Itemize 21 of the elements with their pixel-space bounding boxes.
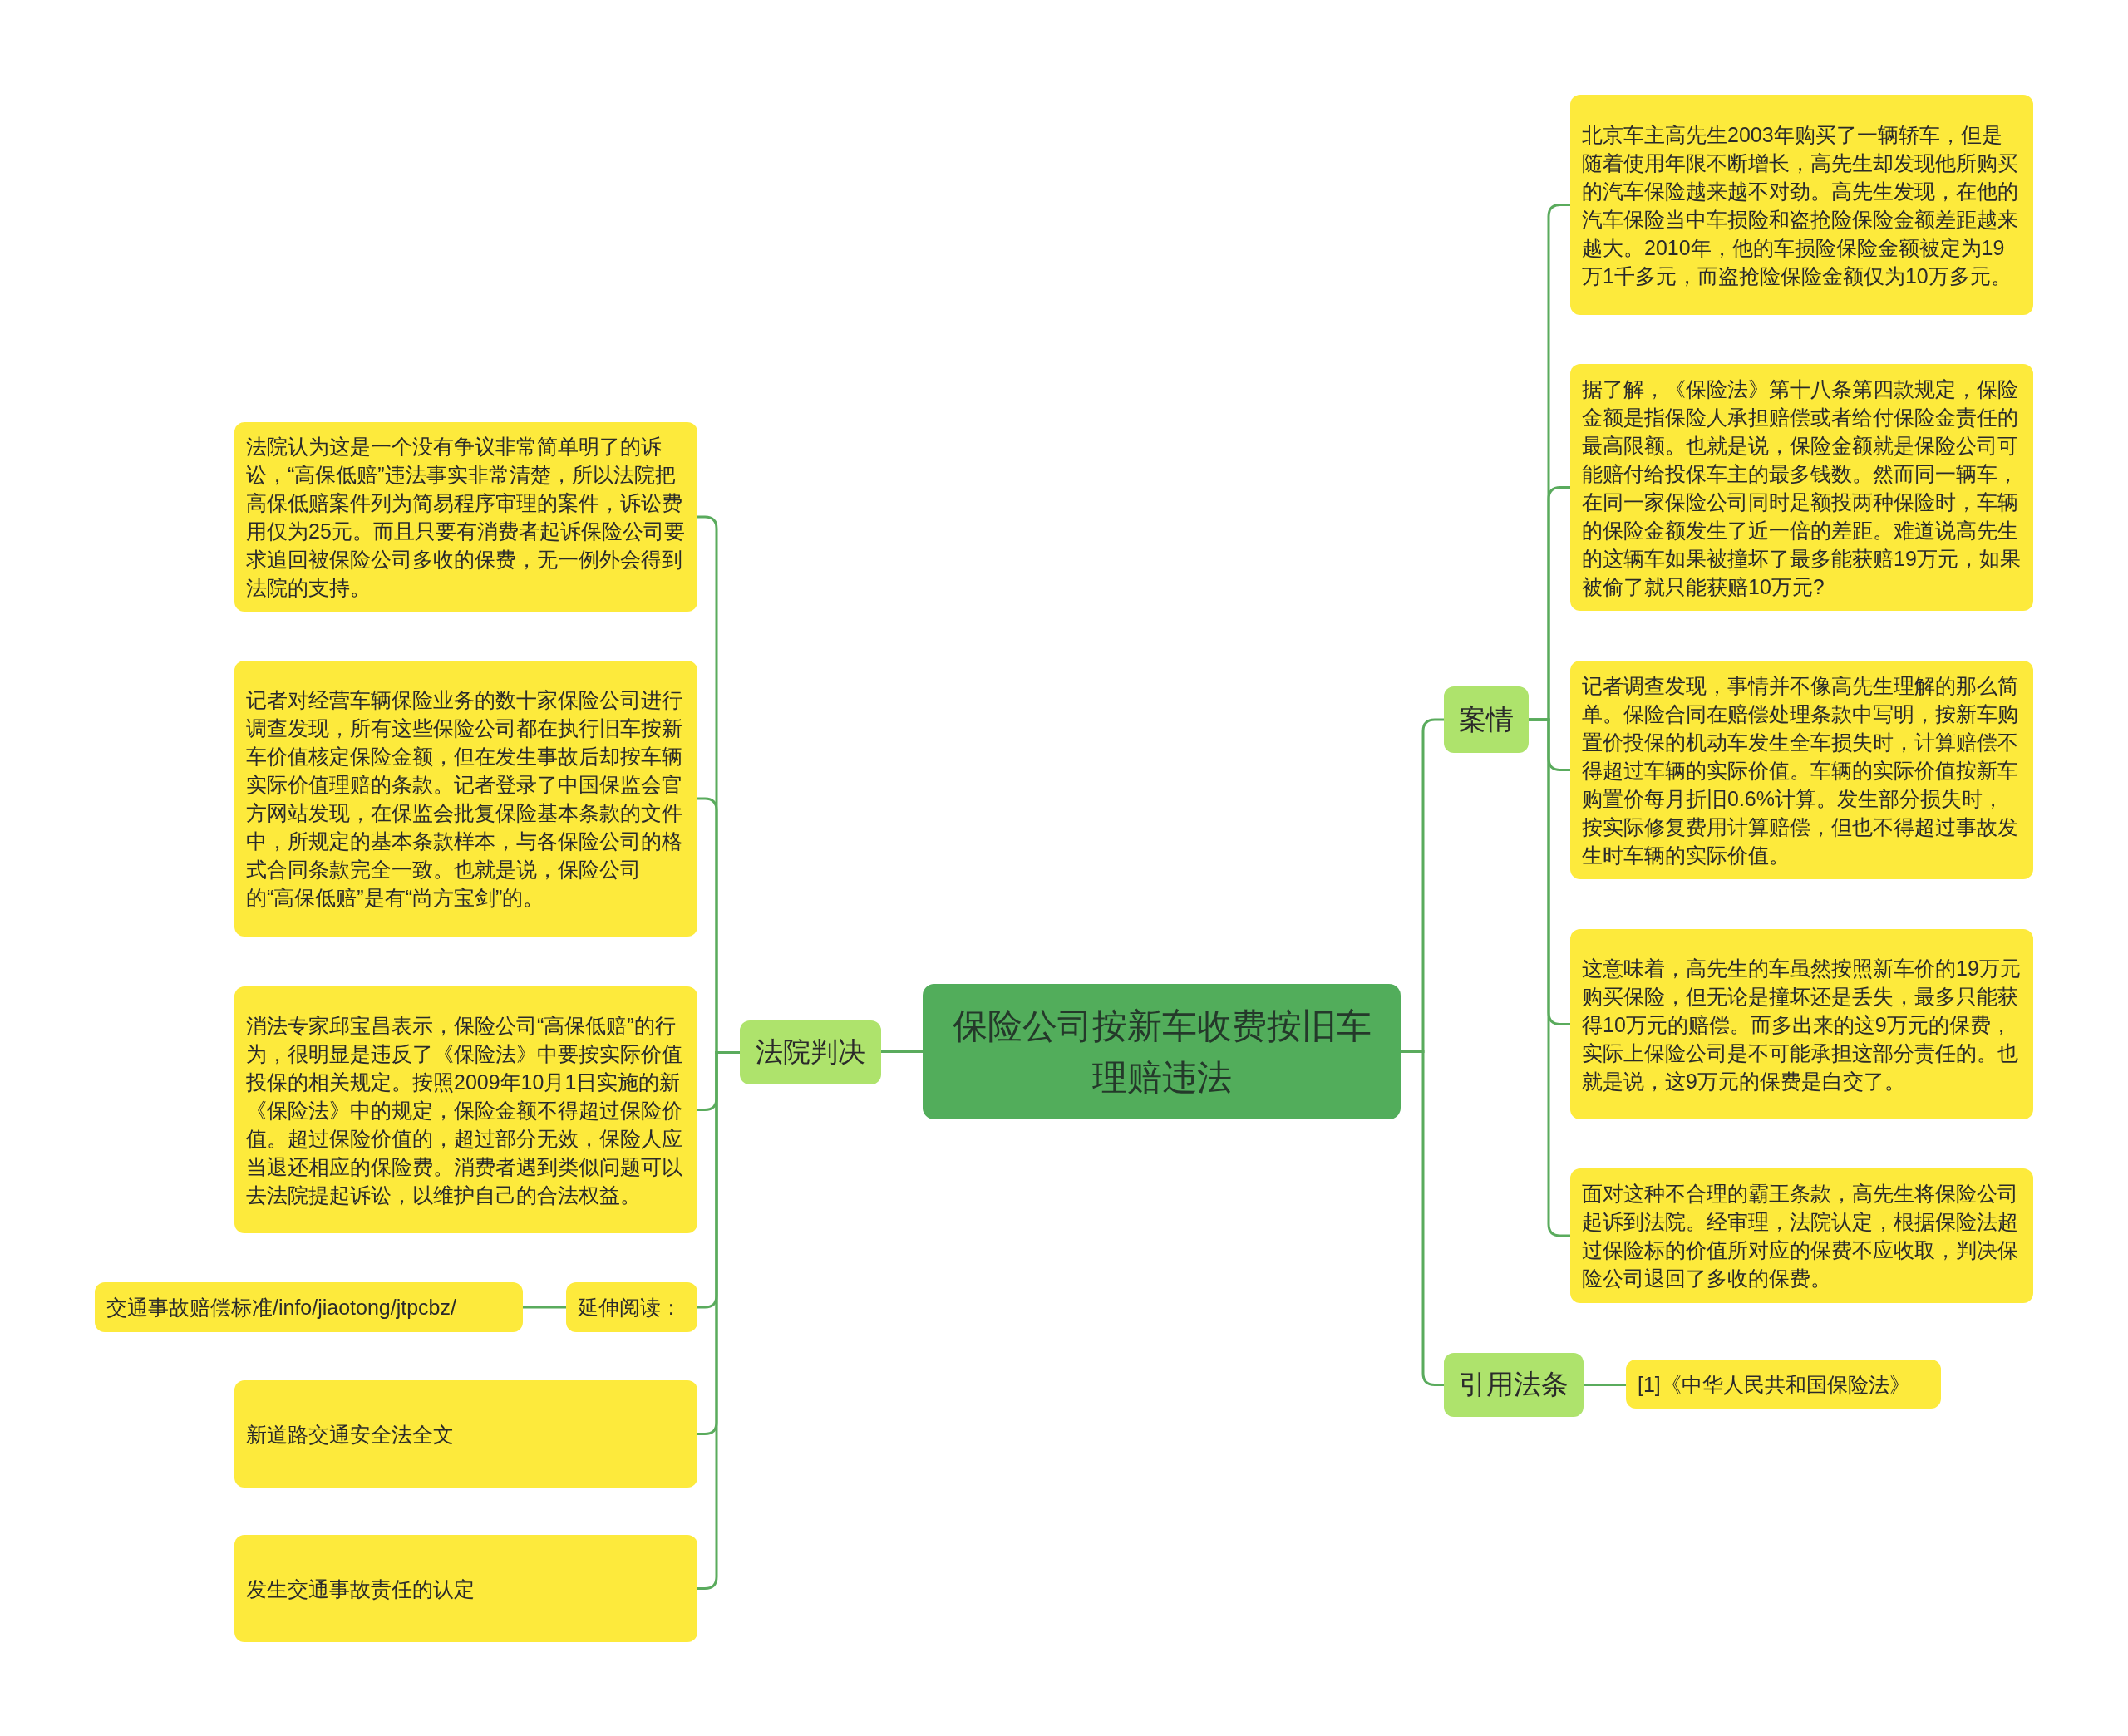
text-card: 记者调查发现，事情并不像高先生理解的那么简单。保险合同在赔偿处理条款中写明，按新车购置价投保的机动车发生全车损失时，计算赔偿不得超过车辆的实际价值。车辆的实际价值按新车购置价每月折旧0.6%计算。发生部分损失时，按实际修复费用计算赔偿，但也不得超过事故发生时车辆的实际价值。 <box>1570 661 2033 879</box>
text-card: [1]《中华人民共和国保险法》 <box>1626 1360 1941 1409</box>
text-card: 交通事故赔偿标准/info/jiaotong/jtpcbz/ <box>95 1282 523 1332</box>
branch-topic-box: 法院判决 <box>740 1020 881 1084</box>
text-card: 法院认为这是一个没有争议非常简单明了的诉讼，“高保低赔”违法事实非常清楚，所以法院把高保低赔案件列为简易程序审理的案件，诉讼费用仅为25元。而且只要有消费者起诉保险公司要求追回被保险公司多收的保费，无一例外会得到法院的支持。 <box>234 422 697 612</box>
text-card: 北京车主高先生2003年购买了一辆轿车，但是随着使用年限不断增长，高先生却发现他所购买的汽车保险越来越不对劲。高先生发现，在他的汽车保险当中车损险和盗抢险保险金额差距越来越大。2010年，他的车损险保险金额被定为19万1千多元，而盗抢险保险金额仅为10万多元。 <box>1570 95 2033 315</box>
text-card: 面对这种不合理的霸王条款，高先生将保险公司起诉到法院。经审理，法院认定，根据保险法超过保险标的价值所对应的保费不应收取，判决保险公司退回了多收的保费。 <box>1570 1168 2033 1303</box>
text-card: 据了解，《保险法》第十八条第四款规定，保险金额是指保险人承担赔偿或者给付保险金责任的最高限额。也就是说，保险金额就是保险公司可能赔付给投保车主的最多钱数。然而同一辆车，在同一家保险公司同时足额投两种保险时，车辆的保险金额发生了近一倍的差距。难道说高先生的这辆车如果被撞坏了最多能获赔19万元，如果被偷了就只能获赔10万元? <box>1570 364 2033 611</box>
text-card: 记者对经营车辆保险业务的数十家保险公司进行调查发现，所有这些保险公司都在执行旧车按新车价值核定保险金额，但在发生事故后却按车辆实际价值理赔的条款。记者登录了中国保监会官方网站发现，在保监会批复保险基本条款的文件中，所规定的基本条款样本，与各保险公司的格式合同条款完全一致。也就是说，保险公司的“高保低赔”是有“尚方宝剑”的。 <box>234 661 697 937</box>
text-card: 新道路交通安全法全文 <box>234 1380 697 1488</box>
text-card: 消法专家邱宝昌表示，保险公司“高保低赔”的行为，很明显是违反了《保险法》中要按实际价值投保的相关规定。按照2009年10月1日实施的新《保险法》中的规定，保险金额不得超过保险价值。超过保险价值的，超过部分无效，保险人应当退还相应的保险费。消费者遇到类似问题可以去法院提起诉讼，以维护自己的合法权益。 <box>234 986 697 1233</box>
branch-topic-box: 引用法条 <box>1444 1353 1584 1417</box>
connector-line <box>1584 1384 1626 1386</box>
text-card: 发生交通事故责任的认定 <box>234 1535 697 1642</box>
connector-line <box>523 1306 566 1309</box>
text-card: 这意味着，高先生的车虽然按照新车价的19万元购买保险，但无论是撞坏还是丢失，最多只能获得10万元的赔偿。而多出来的这9万元的保费，实际上保险公司是不可能承担这部分责任的。也就是说，这9万元的保费是白交了。 <box>1570 929 2033 1119</box>
connector-line <box>1401 1050 1444 1386</box>
branch-topic-box: 案情 <box>1444 686 1529 753</box>
connector-line <box>881 1050 923 1053</box>
text-card: 延伸阅读： <box>566 1282 697 1332</box>
central-topic-box: 保险公司按新车收费按旧车理赔违法 <box>923 984 1401 1119</box>
